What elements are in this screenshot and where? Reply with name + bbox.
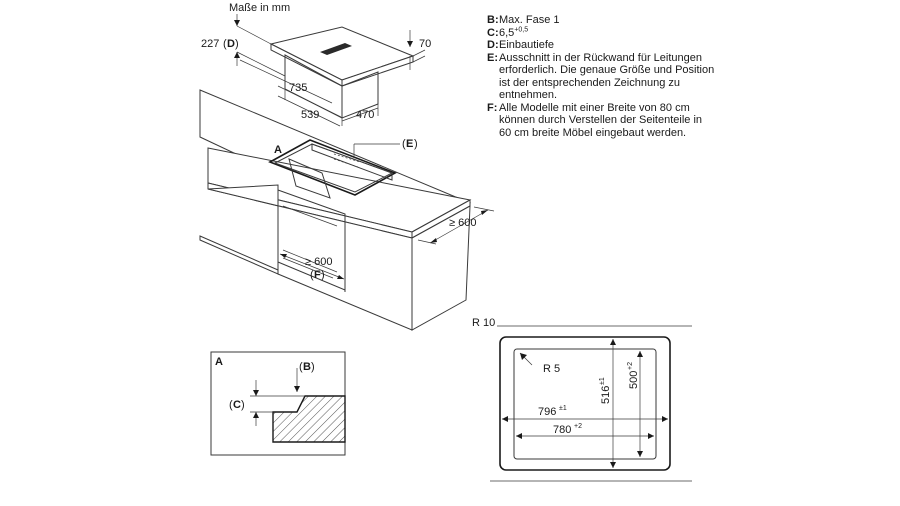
detail-b-ref: B: [303, 361, 311, 373]
legend-tolerance: +0,5: [514, 25, 529, 33]
svg-text:): ): [241, 399, 245, 411]
dim-70-value: 70: [419, 38, 431, 50]
legend-key: E:: [487, 51, 498, 64]
dim-796-tol: ±1: [559, 405, 567, 412]
cabinet-front: [207, 184, 413, 331]
legend-key: B:: [487, 14, 499, 26]
dim-70: 70: [407, 30, 431, 70]
dim-516-tol: ±1: [599, 377, 606, 385]
dim-500-tol: +2: [627, 362, 634, 370]
dim-470-value: 470: [356, 109, 374, 121]
plinth: [199, 235, 279, 275]
legend: B: Max. Fase 1 C: 6,5+0,5 D: Einbautiefe…: [487, 14, 717, 139]
detail-a-box: A ( B ) ( C ): [210, 351, 346, 456]
legend-item-c: C: 6,5+0,5: [487, 25, 717, 40]
legend-item-f: F: Alle Modelle mit einer Breite von 80 …: [487, 102, 717, 140]
cutout-inner-plan: [513, 348, 657, 460]
svg-text:(: (: [402, 138, 406, 150]
callout-e-ref: E: [406, 138, 413, 150]
dim-539-value: 539: [301, 109, 319, 121]
legend-text: Max. Fase 1: [499, 14, 560, 26]
dim-600-right-value: ≥ 600: [449, 217, 476, 229]
svg-text:(: (: [310, 269, 314, 281]
legend-text: 6,5+0,5: [499, 25, 717, 40]
dim-d: 227 ( D ): [201, 14, 286, 77]
detail-c-ref: C: [233, 399, 241, 411]
legend-key: F:: [487, 101, 498, 114]
cutout-outline: [268, 139, 397, 196]
legend-key: D:: [487, 39, 499, 51]
detail-a-label: A: [215, 356, 223, 368]
cutout-plan: R 10 R 5 796 ±1 780 +2 516 ±1 500 +2: [472, 317, 692, 482]
dim-width: 735 539 470: [239, 59, 379, 127]
svg-text:): ): [321, 269, 325, 281]
cooktop-appliance: [269, 26, 415, 119]
detail-a-marker: A: [274, 144, 282, 156]
svg-text:(: (: [299, 361, 303, 373]
dim-500-value: 500: [628, 371, 640, 389]
counter-cutout: A: [268, 139, 397, 199]
svg-text:): ): [414, 138, 418, 150]
units-title: Maße in mm: [229, 2, 291, 14]
dim-780-value: 780: [553, 424, 571, 436]
svg-text:(: (: [223, 38, 227, 50]
legend-value: 6,5: [499, 26, 515, 39]
radius-r10: R 10: [472, 317, 495, 329]
legend-item-e: E: Ausschnitt in der Rückwand für Leitun…: [487, 52, 717, 102]
cooktop-vent-slot: [320, 43, 352, 55]
dim-600-cabinet: ≥ 600 ( F ): [279, 253, 345, 281]
svg-text:): ): [311, 361, 315, 373]
legend-text: Einbautiefe: [499, 39, 555, 51]
dim-d-value: 227: [201, 38, 219, 50]
legend-text: Alle Modelle mit einer Breite von 80 cm …: [499, 101, 703, 139]
legend-item-b: B: Max. Fase 1: [487, 14, 717, 27]
dim-600-right: ≥ 600: [417, 206, 495, 245]
dim-600-cabinet-value: ≥ 600: [305, 256, 332, 268]
svg-text:): ): [235, 38, 239, 50]
legend-item-d: D: Einbautiefe: [487, 39, 717, 52]
legend-text: Ausschnitt in der Rückwand für Leitungen…: [499, 51, 715, 102]
dim-780-tol: +2: [574, 423, 582, 430]
dim-f-ref: F: [314, 269, 321, 281]
kitchen-counter: [199, 89, 472, 331]
legend-key: C:: [487, 26, 499, 39]
detail-a-hatched-section: [272, 395, 346, 443]
radius-r5: R 5: [543, 363, 560, 375]
cooktop-top-surface: [269, 26, 415, 81]
callout-e: ( E ): [353, 138, 418, 158]
dim-796-value: 796: [538, 406, 556, 418]
cutout-outer: [499, 336, 671, 471]
dim-516-value: 516: [600, 386, 612, 404]
dim-735-value: 735: [289, 82, 307, 94]
svg-text:(: (: [229, 399, 233, 411]
dim-d-ref: D: [227, 38, 235, 50]
